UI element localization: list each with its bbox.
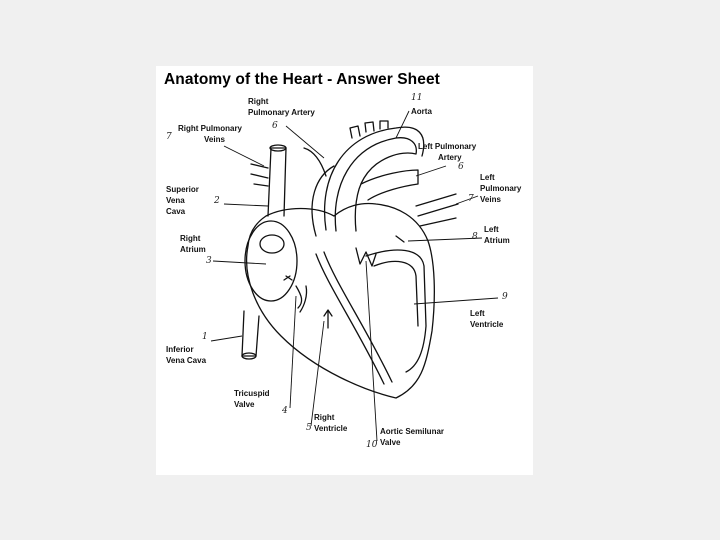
number-right-ventricle: 5	[306, 423, 312, 433]
label-right-pulmonary-artery: Right Pulmonary Artery	[248, 97, 315, 117]
label-right-atrium: Right Atrium	[180, 234, 206, 254]
label-superior-vena-cava: Superior Vena Cava	[166, 185, 199, 216]
number-left-pulmonary-veins: 7	[468, 194, 474, 204]
pulmonary-trunk	[311, 165, 335, 237]
heart-outline	[246, 202, 435, 399]
septum	[315, 253, 385, 385]
aortic-valve-flap	[355, 247, 377, 267]
number-right-atrium: 3	[206, 256, 212, 266]
label-left-pulmonary-artery: Left Pulmonary Artery	[418, 142, 477, 162]
heart-diagram	[210, 110, 499, 442]
label-aortic-semilunar-valve: Aortic Semilunar Valve	[380, 427, 445, 447]
label-tricuspid-valve: Tricuspid Valve	[234, 389, 270, 409]
label-inferior-vena-cava: Inferior Vena Cava	[166, 345, 207, 365]
number-left-atrium: 8	[472, 232, 478, 242]
label-left-atrium: Left Atrium	[484, 225, 510, 245]
left-pulmonary-veins-vessel	[415, 193, 459, 227]
left-ventricle-chamber	[365, 249, 427, 373]
number-right-pulmonary-artery: 6	[272, 121, 278, 131]
label-left-ventricle: Left Ventricle	[470, 309, 504, 329]
number-left-pulmonary-artery: 6	[458, 162, 464, 172]
number-left-ventricle: 9	[502, 292, 508, 302]
number-tricuspid-valve: 4	[282, 406, 288, 416]
number-right-pulmonary-veins: 7	[166, 132, 172, 142]
aorta-arch	[334, 137, 417, 232]
number-superior-vena-cava: 2	[214, 196, 220, 206]
superior-vena-cava-vessel	[267, 147, 287, 217]
label-aorta: Aorta	[411, 107, 432, 116]
label-left-pulmonary-veins: Left Pulmonary Veins	[480, 173, 522, 204]
label-right-pulmonary-veins: Right Pulmonary Veins	[178, 124, 243, 144]
number-inferior-vena-cava: 1	[202, 332, 208, 342]
left-pulmonary-artery-vessel	[360, 169, 419, 201]
tricuspid-valve-flap	[295, 285, 308, 313]
right-atrium-chamber	[244, 220, 298, 302]
number-aortic-semilunar-valve: 10	[366, 440, 378, 450]
number-aorta: 11	[411, 93, 423, 103]
label-right-ventricle: Right Ventricle	[314, 413, 348, 433]
inferior-vena-cava-vessel	[241, 310, 260, 357]
right-pulmonary-veins-vessel	[250, 163, 269, 187]
answer-sheet: Anatomy of the Heart - Answer Sheet	[156, 66, 533, 475]
sheet-title: Anatomy of the Heart - Answer Sheet	[164, 71, 440, 88]
